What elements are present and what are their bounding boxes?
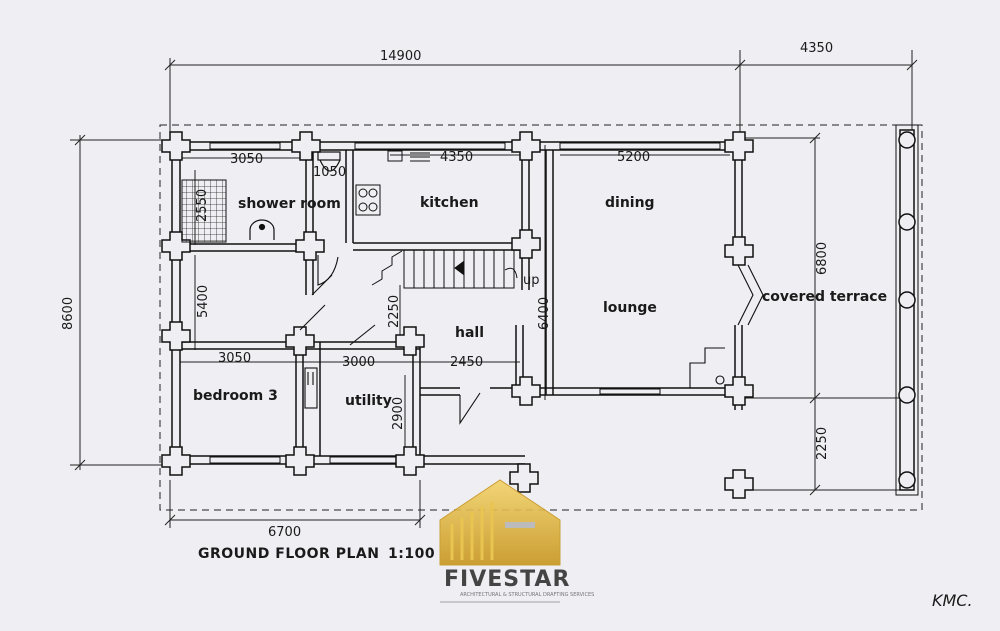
dim-overall-width: 14900	[380, 49, 421, 64]
walls	[170, 141, 745, 465]
dim-terrace-lower: 2250	[815, 427, 830, 460]
shower-tray	[181, 179, 227, 243]
room-hall: hall	[455, 325, 484, 341]
kitchen-hob	[355, 150, 430, 216]
room-dining: dining	[605, 195, 655, 211]
doors	[299, 255, 764, 425]
logo-name: FIVESTAR	[444, 567, 570, 592]
plan-scale: 1:100	[388, 546, 435, 562]
dim-utility-width: 3000	[342, 355, 375, 370]
stair-up-label: up	[523, 273, 540, 288]
dim-utility-depth: 2900	[391, 397, 406, 430]
logo-house-icon	[439, 479, 561, 566]
dim-bedroom-depth: 5400	[196, 285, 211, 318]
fivestar-logo: FIVESTAR ARCHITECTURAL & STRUCTURAL DRAF…	[439, 479, 594, 603]
room-utility: utility	[345, 393, 392, 409]
room-covered-terrace: covered terrace	[762, 289, 887, 305]
dim-shower-window: 1050	[313, 165, 346, 180]
dimension-labels: 14900 4350 8600 6700 3050 1050 4350 5200…	[61, 41, 833, 540]
dim-hall-depth: 2250	[387, 295, 402, 328]
logo-tagline: ARCHITECTURAL & STRUCTURAL DRAFTING SERV…	[460, 592, 594, 598]
dim-terrace-depth: 6800	[815, 242, 830, 275]
room-labels: shower room kitchen dining lounge covere…	[193, 195, 887, 409]
dim-lounge-depth: 6400	[537, 297, 552, 330]
shower-basin	[249, 219, 275, 240]
room-lounge: lounge	[603, 300, 657, 316]
dim-terrace-width: 4350	[800, 41, 833, 56]
dim-bedroom-width: 3050	[218, 351, 251, 366]
staircase	[371, 249, 518, 289]
dim-overall-depth: 8600	[61, 297, 76, 330]
shower-wc	[317, 151, 341, 172]
room-bedroom-3: bedroom 3	[193, 388, 278, 404]
room-kitchen: kitchen	[420, 195, 479, 211]
dim-shower-width: 3050	[230, 152, 263, 167]
windows	[209, 142, 721, 464]
signature: KMC.	[932, 591, 973, 610]
terrace-posts	[895, 124, 919, 496]
dim-dining-width: 5200	[617, 150, 650, 165]
dim-shower-depth: 2550	[195, 189, 210, 222]
dim-kitchen-width: 4350	[440, 150, 473, 165]
wall-junctions	[161, 131, 754, 499]
dimension-lines	[70, 50, 918, 528]
dim-hall-width: 2450	[450, 355, 483, 370]
plan-title: GROUND FLOOR PLAN	[198, 546, 379, 562]
dim-bottom-width: 6700	[268, 525, 301, 540]
room-shower: shower room	[238, 196, 341, 212]
